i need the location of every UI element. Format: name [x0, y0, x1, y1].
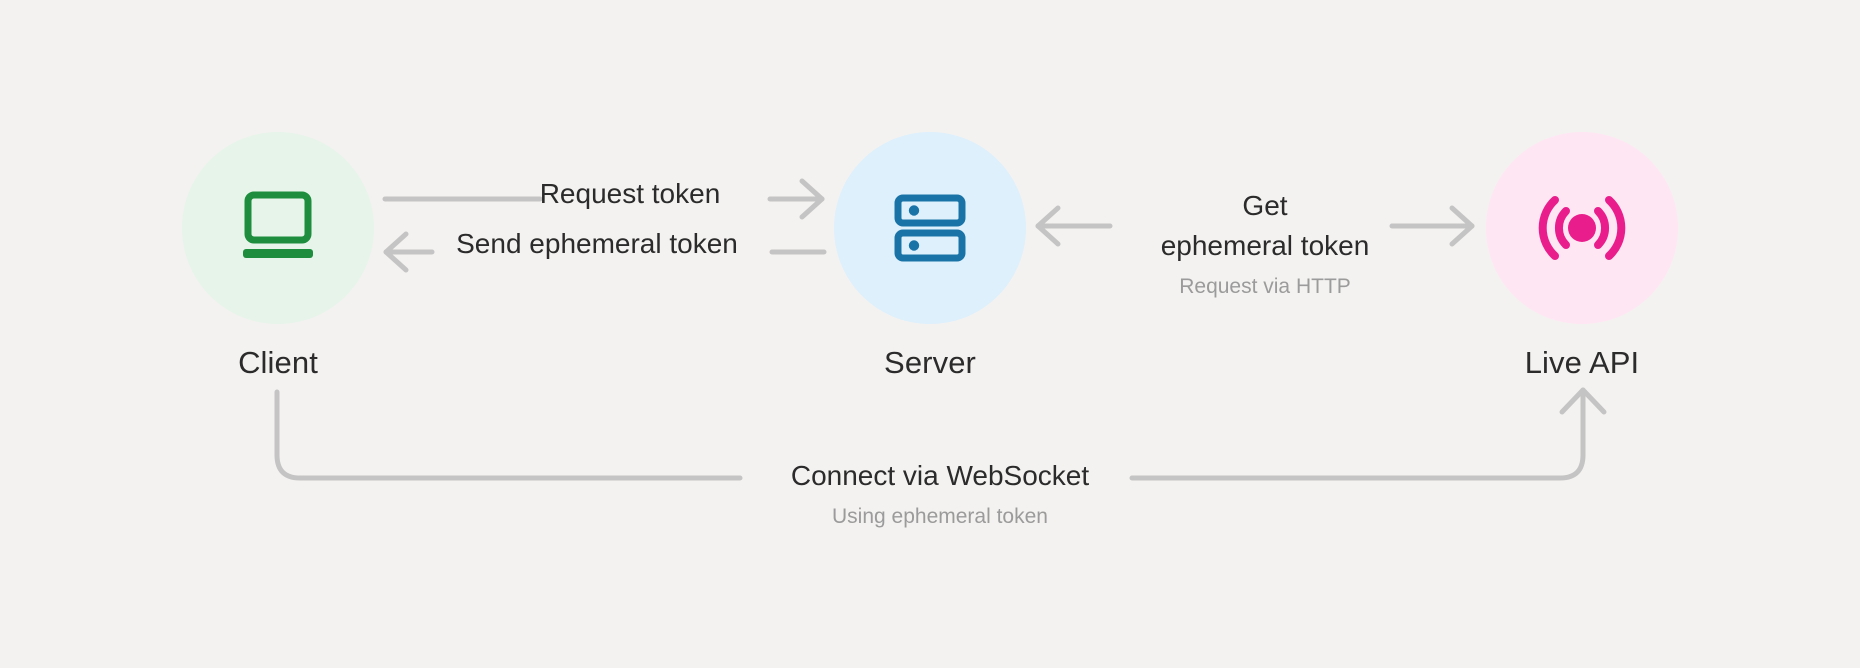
edge-label-connect-websocket: Connect via WebSocket Using ephemeral to…	[710, 456, 1170, 530]
edge-label-connect-websocket-text: Connect via WebSocket	[790, 460, 1090, 491]
edge-label-send-ephemeral-token: Send ephemeral token	[432, 224, 762, 264]
edge-label-send-ephemeral-token-text: Send ephemeral token	[456, 228, 738, 259]
edge-label-get-ephemeral-token-line1: Get	[1242, 190, 1288, 221]
node-live-api-label: Live API	[1524, 345, 1640, 380]
node-client[interactable]: Client	[182, 132, 374, 380]
edge-label-get-ephemeral-token-line2: ephemeral token	[1160, 230, 1370, 261]
laptop-icon	[243, 191, 313, 258]
node-server-circle	[834, 132, 1026, 324]
broadcast-signal-icon	[1538, 196, 1626, 260]
websocket-path-left	[274, 389, 743, 481]
edge-sublabel-request-via-http: Request via HTTP	[1179, 275, 1351, 298]
server-rack-icon	[894, 194, 966, 262]
get-token-left-arrowhead	[1035, 205, 1061, 247]
node-live-api-circle	[1486, 132, 1678, 324]
node-client-circle	[182, 132, 374, 324]
request-token-arrowhead	[799, 178, 825, 220]
edge-sublabel-using-ephemeral-token: Using ephemeral token	[832, 505, 1048, 528]
node-server-label: Server	[884, 345, 976, 380]
websocket-arrowhead	[1559, 387, 1607, 415]
edge-label-get-ephemeral-token: Get ephemeral token Request via HTTP	[1100, 186, 1430, 300]
node-client-label: Client	[238, 345, 318, 380]
send-token-arrowhead	[383, 231, 409, 273]
edge-label-request-token: Request token	[500, 174, 760, 214]
node-server[interactable]: Server	[834, 132, 1026, 380]
node-live-api[interactable]: Live API	[1486, 132, 1678, 380]
websocket-path-right	[1129, 387, 1586, 481]
get-token-right-arrowhead	[1449, 205, 1475, 247]
edge-label-request-token-text: Request token	[539, 178, 721, 209]
